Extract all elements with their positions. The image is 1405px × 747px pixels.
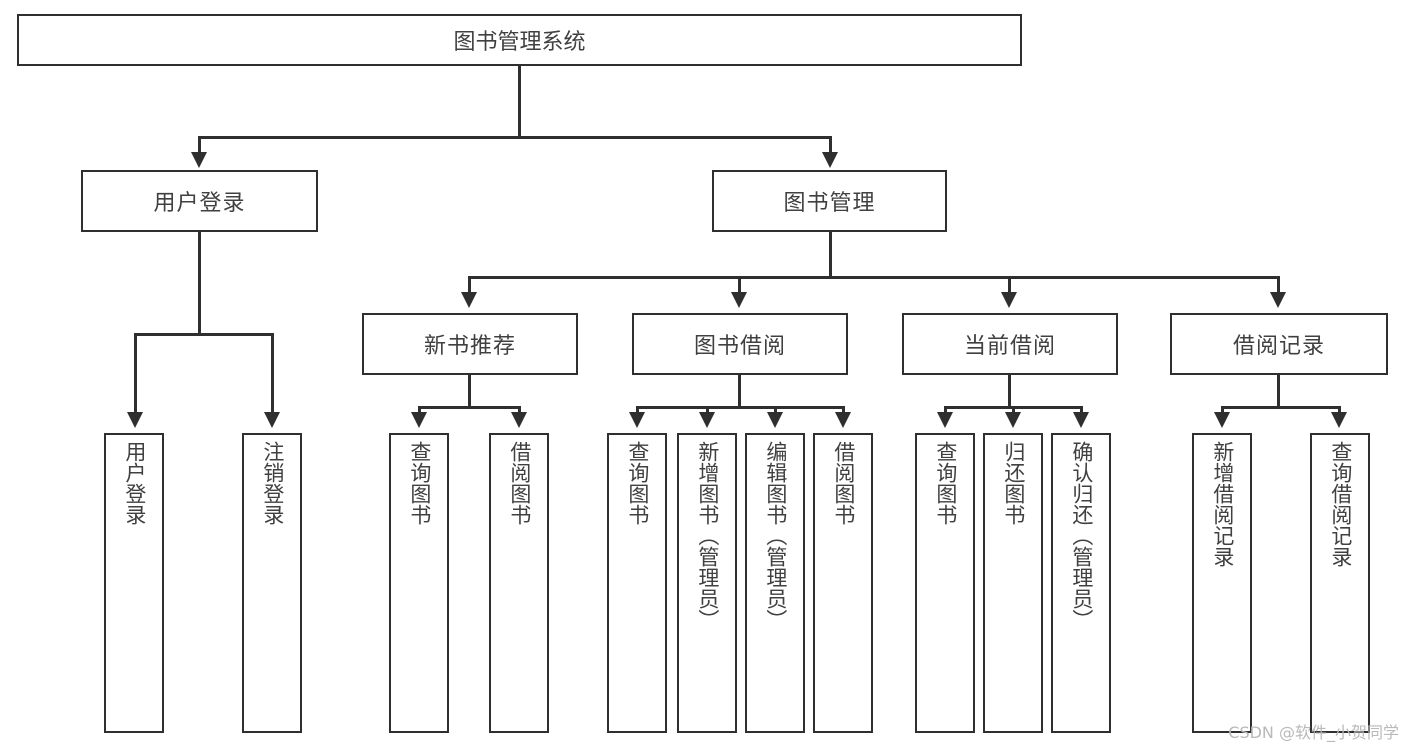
leaf-recommend-borrow-book[interactable]: 借阅图书 — [489, 433, 549, 733]
arrow-login-leaf1 — [127, 412, 143, 428]
connector-record-stem — [1277, 375, 1280, 409]
arrow-recommend-leaf2 — [511, 412, 527, 428]
node-root-system[interactable]: 图书管理系统 — [17, 14, 1022, 66]
leaf-borrow-edit-book-admin[interactable]: 编辑图书（管理员） — [745, 433, 805, 733]
arrow-bookmgmt-l3b — [731, 292, 747, 308]
node-borrow-record[interactable]: 借阅记录 — [1170, 313, 1388, 375]
leaf-recommend-query-book[interactable]: 查询图书 — [389, 433, 449, 733]
watermark: CSDN @软件_小贺同学 — [1228, 723, 1399, 742]
arrow-bookmgmt-l3d — [1270, 292, 1286, 308]
connector-record-leaf1 — [1221, 406, 1224, 416]
connector-current-stem — [1008, 375, 1011, 409]
connector-root-to-login — [198, 136, 201, 156]
connector-login-stem — [198, 232, 201, 335]
connector-borrow-leaf4 — [842, 406, 845, 416]
connector-current-leaf2 — [1012, 406, 1015, 416]
connector-record-leaf2 — [1338, 406, 1341, 416]
arrow-borrow-leaf3 — [767, 412, 783, 428]
node-current-borrow[interactable]: 当前借阅 — [902, 313, 1118, 375]
connector-bookmgmt-l3c — [1008, 276, 1011, 296]
connector-recommend-leaf1 — [418, 406, 421, 416]
arrow-borrow-leaf4 — [835, 412, 851, 428]
arrow-current-leaf2 — [1005, 412, 1021, 428]
leaf-record-add-record[interactable]: 新增借阅记录 — [1192, 433, 1252, 733]
leaf-logout[interactable]: 注销登录 — [242, 433, 302, 733]
connector-login-bus — [134, 333, 274, 336]
connector-borrow-leaf2 — [706, 406, 709, 416]
arrow-current-leaf3 — [1073, 412, 1089, 428]
connector-record-bus — [1221, 406, 1340, 409]
arrow-bookmgmt-l3c — [1001, 292, 1017, 308]
connector-recommend-stem — [468, 375, 471, 409]
connector-borrow-stem — [738, 375, 741, 409]
arrow-current-leaf1 — [937, 412, 953, 428]
node-new-book-recommend[interactable]: 新书推荐 — [362, 313, 578, 375]
arrow-borrow-leaf2 — [699, 412, 715, 428]
connector-bookmgmt-l3b — [738, 276, 741, 296]
arrow-record-leaf1 — [1214, 412, 1230, 428]
arrow-root-to-login — [191, 152, 207, 168]
leaf-record-query-record[interactable]: 查询借阅记录 — [1310, 433, 1370, 733]
connector-recommend-bus — [418, 406, 521, 409]
leaf-borrow-query-book[interactable]: 查询图书 — [607, 433, 667, 733]
connector-current-leaf3 — [1080, 406, 1083, 416]
connector-borrow-bus — [636, 406, 842, 409]
connector-bookmgmt-bus — [468, 276, 1280, 279]
arrow-root-to-bookmgmt — [822, 152, 838, 168]
arrow-login-leaf2 — [264, 412, 280, 428]
connector-root-stem — [518, 66, 521, 138]
connector-borrow-leaf3 — [774, 406, 777, 416]
leaf-current-confirm-return-admin[interactable]: 确认归还（管理员） — [1051, 433, 1111, 733]
connector-root-bus — [198, 136, 831, 139]
arrow-recommend-leaf1 — [411, 412, 427, 428]
node-book-borrow[interactable]: 图书借阅 — [632, 313, 848, 375]
leaf-borrow-borrow-book[interactable]: 借阅图书 — [813, 433, 873, 733]
arrow-record-leaf2 — [1331, 412, 1347, 428]
connector-recommend-leaf2 — [518, 406, 521, 416]
leaf-current-return-book[interactable]: 归还图书 — [983, 433, 1043, 733]
connector-root-to-bookmgmt — [829, 136, 832, 156]
node-user-login[interactable]: 用户登录 — [81, 170, 318, 232]
arrow-bookmgmt-l3a — [461, 292, 477, 308]
connector-bookmgmt-l3a — [468, 276, 471, 296]
connector-login-leaf2 — [271, 333, 274, 416]
connector-login-leaf1 — [134, 333, 137, 416]
connector-borrow-leaf1 — [636, 406, 639, 416]
node-book-management[interactable]: 图书管理 — [712, 170, 947, 232]
connector-current-leaf1 — [944, 406, 947, 416]
leaf-borrow-add-book-admin[interactable]: 新增图书（管理员） — [677, 433, 737, 733]
connector-bookmgmt-stem — [829, 232, 832, 278]
leaf-user-login[interactable]: 用户登录 — [104, 433, 164, 733]
arrow-borrow-leaf1 — [629, 412, 645, 428]
leaf-current-query-book[interactable]: 查询图书 — [915, 433, 975, 733]
connector-bookmgmt-l3d — [1277, 276, 1280, 296]
